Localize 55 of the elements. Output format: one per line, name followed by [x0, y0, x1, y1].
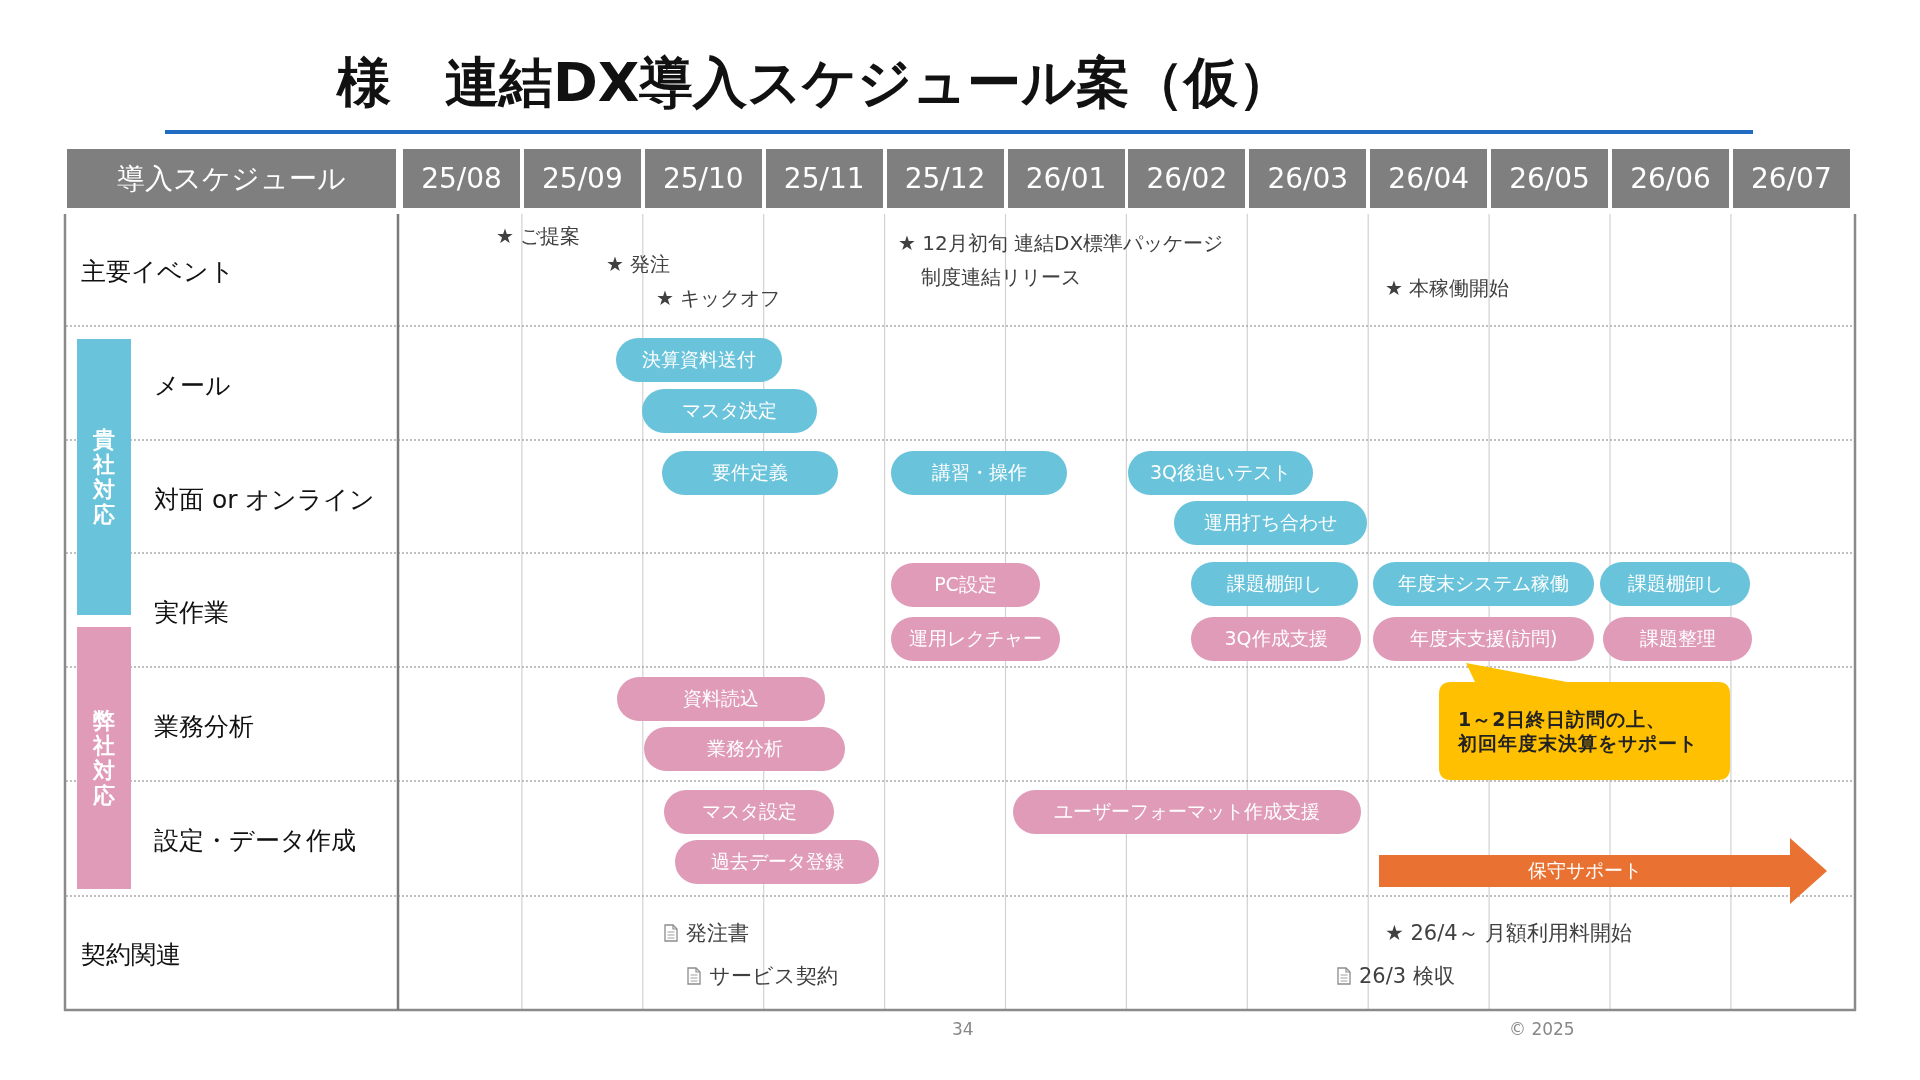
month-header: 25/10: [644, 149, 762, 208]
month-header: 25/08: [403, 149, 520, 208]
row-label: 設定・データ作成: [154, 826, 356, 856]
month-header: 26/01: [1007, 149, 1125, 208]
task-bar: 講習・操作: [891, 451, 1067, 495]
task-bar: 課題棚卸し: [1600, 562, 1750, 606]
event-text: ★ 12月初旬 連結DX標準パッケージ制度連結リリース: [898, 230, 1225, 291]
copyright-notice: © 2025: [1509, 1018, 1575, 1040]
task-bar: 年度末システム稼働: [1373, 562, 1594, 606]
task-bar: 要件定義: [662, 451, 838, 495]
row-label: メール: [154, 371, 231, 401]
task-bar: 3Q後追いテスト: [1128, 451, 1313, 495]
document-label: 発注書: [686, 920, 749, 947]
task-bar: 業務分析: [644, 727, 845, 771]
event-text: ★ 発注: [606, 251, 671, 278]
month-header: 26/06: [1612, 149, 1729, 208]
timeline-arrow: 保守サポート: [1379, 838, 1827, 904]
month-header: 26/02: [1128, 149, 1246, 208]
month-header: 25/12: [886, 149, 1004, 208]
task-bar: 年度末支援(訪問): [1373, 617, 1594, 661]
task-bar: 決算資料送付: [616, 338, 782, 382]
group-band: 弊社対応: [77, 627, 131, 889]
month-header: 25/11: [765, 149, 883, 208]
document-label: 26/3 検収: [1359, 963, 1455, 990]
task-bar: ユーザーフォーマット作成支援: [1013, 790, 1361, 834]
row-label: 実作業: [154, 598, 229, 628]
event-text: ★ 26/4～ 月額利用料開始: [1385, 920, 1633, 947]
task-bar: マスタ決定: [642, 389, 817, 433]
task-bar: 課題整理: [1603, 617, 1752, 661]
page-title: 様 連結DX導入スケジュール案（仮）: [337, 51, 1293, 115]
task-bar: 運用レクチャー: [891, 617, 1060, 661]
month-header: 26/03: [1249, 149, 1367, 208]
task-bar: 運用打ち合わせ: [1174, 501, 1367, 545]
event-text: ★ 本稼働開始: [1385, 275, 1510, 302]
month-header: 26/05: [1491, 149, 1609, 208]
task-bar: 資料読込: [617, 677, 825, 721]
month-header: 26/07: [1732, 149, 1850, 208]
task-bar: 過去データ登録: [675, 840, 879, 884]
row-label: 契約関連: [81, 940, 181, 970]
event-text: ★ ご提案: [496, 223, 581, 250]
row-label: 業務分析: [154, 712, 254, 742]
row-label: 主要イベント: [81, 257, 235, 287]
month-header: 25/09: [523, 149, 641, 208]
task-bar: PC設定: [891, 563, 1040, 607]
task-bar: 課題棚卸し: [1191, 562, 1358, 606]
page-number: 34: [952, 1018, 974, 1040]
column-header: 導入スケジュール: [67, 149, 396, 208]
document-label: サービス契約: [709, 963, 838, 990]
month-header: 26/04: [1370, 149, 1488, 208]
task-bar: マスタ設定: [664, 790, 834, 834]
row-label: 対面 or オンライン: [154, 485, 376, 515]
callout-bubble: 1～2日終日訪問の上、初回年度末決算をサポート: [1439, 662, 1730, 780]
event-text: ★ キックオフ: [656, 285, 781, 312]
task-bar: 3Q作成支援: [1191, 617, 1361, 661]
group-band: 貴社対応: [77, 339, 131, 615]
